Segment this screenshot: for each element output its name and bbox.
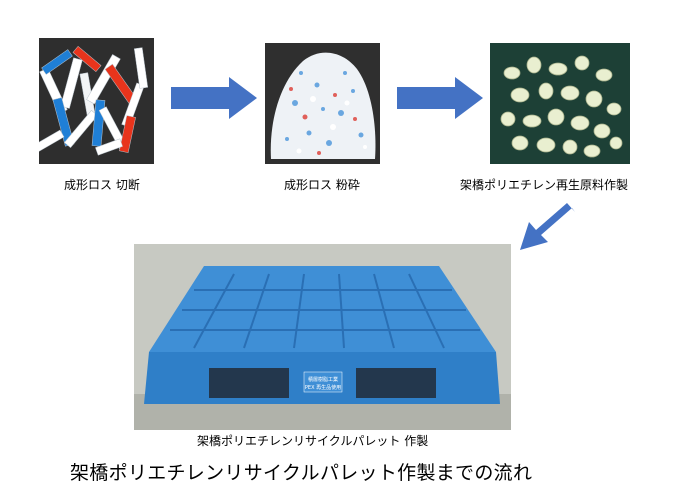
step-caption-cut: 成形ロス 切断 bbox=[64, 178, 140, 192]
step-caption-pallet: 架橋ポリエチレンリサイクルパレット 作製 bbox=[197, 434, 429, 448]
step-caption-crush: 成形ロス 粉砕 bbox=[284, 178, 360, 192]
cut-scrap-photo bbox=[39, 38, 154, 164]
step-caption-pellet: 架橋ポリエチレン再生原料作製 bbox=[460, 178, 629, 192]
crushed-flakes-photo bbox=[265, 43, 380, 164]
arrow-right-icon bbox=[397, 77, 483, 119]
recycled-pellets-photo bbox=[490, 43, 630, 164]
pallet-label-line1: 積層樹脂工業 bbox=[308, 376, 338, 383]
recycled-pallet-photo: 積層樹脂工業 PEX 再生品使用 bbox=[134, 244, 511, 430]
pallet-label-line2: PEX 再生品使用 bbox=[305, 384, 341, 391]
arrow-right-icon bbox=[171, 77, 257, 119]
page-title: 架橋ポリエチレンリサイクルパレット作製までの流れ bbox=[70, 462, 533, 484]
arrow-down-left-icon bbox=[520, 203, 575, 250]
